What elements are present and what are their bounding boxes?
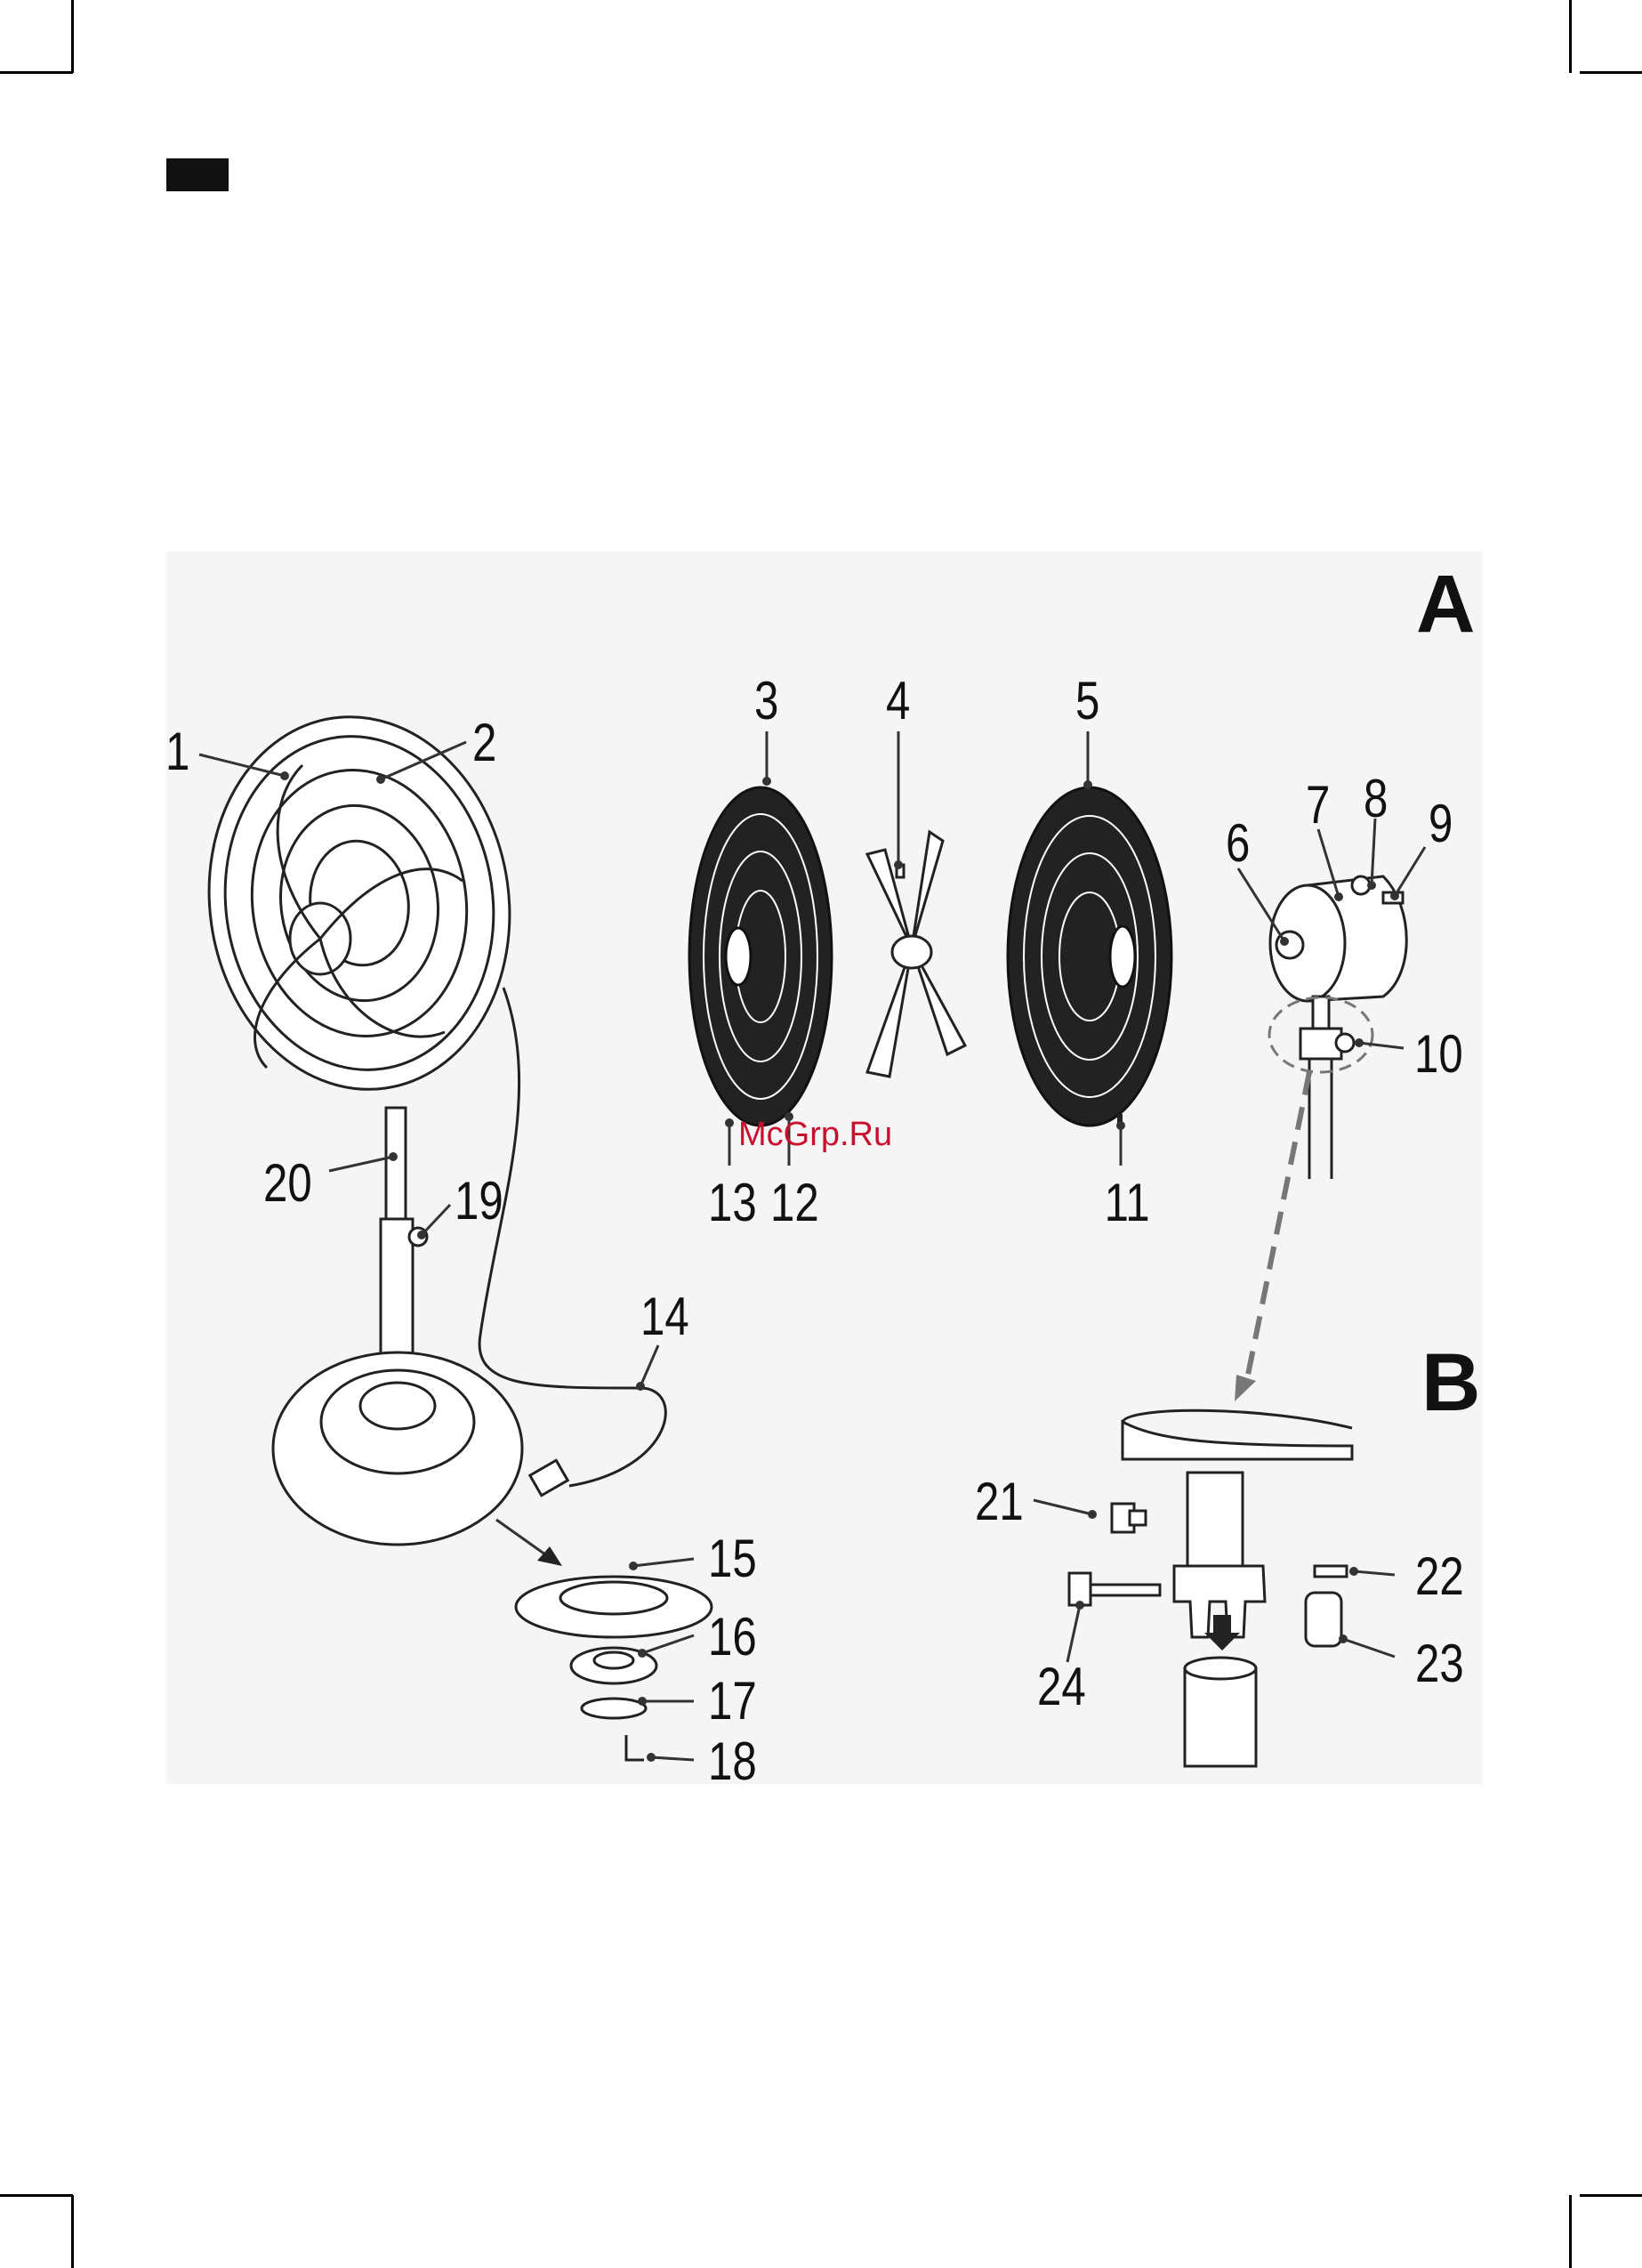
callout-5: 5 (1075, 670, 1099, 730)
callout-23: 23 (1415, 1633, 1464, 1693)
callout-22: 22 (1415, 1546, 1464, 1606)
callout-18: 18 (708, 1731, 757, 1791)
callout-2: 2 (472, 712, 496, 772)
front-grille (1008, 787, 1171, 1126)
callout-24: 24 (1037, 1656, 1086, 1716)
watermark-text: McGrp.Ru (738, 1116, 892, 1153)
callout-13: 13 (708, 1172, 757, 1232)
callout-21: 21 (975, 1471, 1024, 1531)
callout-17: 17 (708, 1670, 757, 1731)
rear-grille (689, 787, 832, 1126)
callout-8: 8 (1364, 768, 1388, 828)
callout-1: 1 (165, 721, 189, 781)
callout-3: 3 (754, 670, 778, 730)
fan-blade (867, 832, 965, 1077)
motor-housing (1235, 876, 1406, 1401)
callout-16: 16 (708, 1606, 757, 1667)
callout-9: 9 (1429, 793, 1453, 853)
callout-19: 19 (455, 1170, 503, 1231)
callout-7: 7 (1306, 774, 1330, 835)
callout-6: 6 (1226, 812, 1250, 873)
joint-detail (1069, 1410, 1352, 1766)
callout-4: 4 (886, 670, 910, 730)
section-label-b: B (1421, 1337, 1480, 1428)
callout-15: 15 (708, 1528, 757, 1588)
callout-12: 12 (770, 1172, 819, 1232)
assembled-fan (185, 698, 665, 1545)
callout-20: 20 (263, 1152, 312, 1213)
callout-11: 11 (1105, 1172, 1150, 1232)
callout-14: 14 (640, 1286, 689, 1346)
section-label-a: A (1416, 559, 1475, 650)
callout-10: 10 (1414, 1023, 1463, 1084)
